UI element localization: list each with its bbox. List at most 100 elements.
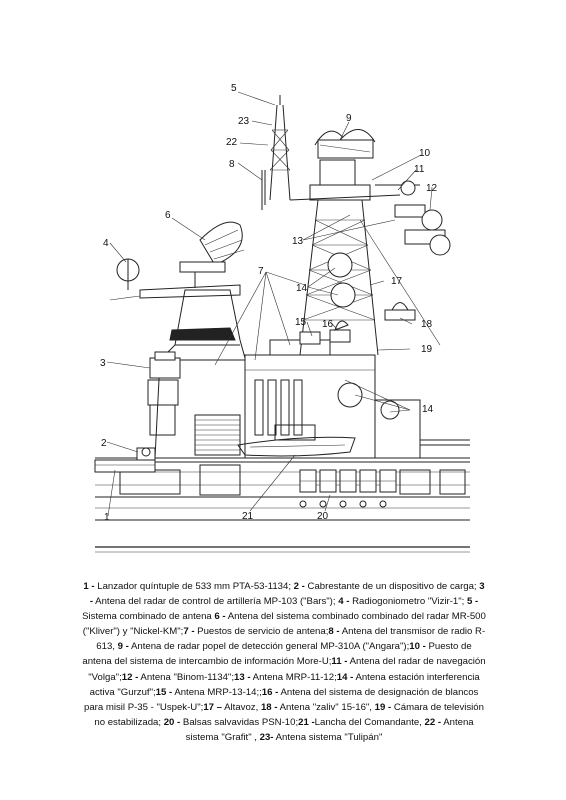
legend-text: Antena MRP-11-12; xyxy=(250,671,337,683)
callout-7: 7 xyxy=(258,266,264,277)
legend-number: 23- xyxy=(259,731,274,743)
legend-entry: 15 - Antena MRP-13-14;; xyxy=(156,687,262,698)
legend-entry: 2 - Cabrestante de un dispositivo de car… xyxy=(294,581,480,592)
legend-text: Antena sistema "Grafit" , xyxy=(185,716,474,743)
legend-entry: 3 - Antena del radar de control de artil… xyxy=(90,581,485,607)
main-mast xyxy=(289,159,420,356)
legend-entry: 10 - Puesto de antena del sistema de int… xyxy=(82,641,471,667)
callout-1: 1 xyxy=(104,512,110,523)
legend-entry: 17 – Altavoz, xyxy=(203,702,261,713)
callout-17: 17 xyxy=(391,276,403,287)
legend-text: Radiogoniometro "Vizir-1"; xyxy=(349,596,467,608)
legend-entry: 13 - Antena MRP-11-12; xyxy=(234,672,337,683)
radar-bars-antenna xyxy=(149,351,181,379)
legend-number: 6 - xyxy=(214,611,226,623)
callout-numbers: 1 2 3 4 5 6 7 8 9 10 11 12 13 14 14 15 1… xyxy=(100,83,438,523)
legend-number: 16 - xyxy=(261,686,279,698)
legend-entry: 14 - Antena estación interferencia activ… xyxy=(90,672,480,698)
legend-number: 14 - xyxy=(336,671,354,683)
legend-text: Antena de radar popel de detección gener… xyxy=(128,641,410,653)
radar-kliver-antenna xyxy=(179,221,245,288)
legend-number: 7 - xyxy=(183,626,195,638)
legend-number: 17 – xyxy=(203,701,222,713)
callout-22: 22 xyxy=(226,137,238,148)
legend-entry: 20 - Balsas salvavidas PSN-10; xyxy=(164,717,298,728)
legend-text: Antena estación interferencia activa "Gu… xyxy=(89,671,480,698)
legend-text: Antena del radar de navegación "Volga"; xyxy=(88,656,486,683)
life-rafts xyxy=(299,469,397,508)
legend-number: 12 - xyxy=(121,671,139,683)
callout-19: 19 xyxy=(421,344,433,355)
callout-20: 20 xyxy=(317,511,329,522)
legend-text: Lanzador quíntuple de 533 mm PTA-53-1134… xyxy=(94,581,294,592)
legend-entry: 9 - Antena de radar popel de detección g… xyxy=(118,641,410,652)
legend-text: Antena del radar de control de artillerí… xyxy=(93,596,339,608)
legend-text: Antena "Binom-1134"; xyxy=(138,671,234,683)
callout-21: 21 xyxy=(242,511,254,522)
legend-entry: 16 - Antena del sistema de designación d… xyxy=(84,687,478,713)
callout-11: 11 xyxy=(414,164,425,175)
targeting-antenna xyxy=(299,320,351,345)
legend-text: Antena del transmisor de radio R-613, xyxy=(96,626,486,653)
legend-number: 21 - xyxy=(298,716,315,728)
legend-text: Puesto de antena del sistema de intercam… xyxy=(82,641,472,668)
legend-entry: 11 - Antena del radar de navegación "Vol… xyxy=(88,656,485,682)
legend-number: 22 - xyxy=(424,716,442,728)
legend-entry: 21 -Lancha del Comandante, xyxy=(298,717,424,728)
torpedo-launcher xyxy=(94,459,156,473)
legend-entry: 5 - Sistema combinado de antena xyxy=(82,596,478,622)
callout-14a: 14 xyxy=(296,283,308,294)
winch xyxy=(136,447,156,461)
right-antenna-cluster xyxy=(359,180,451,346)
ship-superstructure-drawing: 1 2 3 4 5 6 7 8 9 10 11 12 13 14 14 15 1… xyxy=(94,83,470,553)
callout-5: 5 xyxy=(231,83,237,94)
legend-text: Antena "zaliv" 15-16", xyxy=(277,701,375,713)
legend-number: 20 - xyxy=(163,716,181,728)
legend-entry: 7 - Puestos de servicio de antena; xyxy=(183,626,328,637)
legend-number: 2 - xyxy=(293,581,305,592)
callout-14b: 14 xyxy=(422,404,434,415)
legend-entry: 1 - Lanzador quíntuple de 533 mm PTA-53-… xyxy=(83,581,293,592)
legend-number: 3 - xyxy=(89,581,485,608)
legend-text: Antena MRP-13-14;; xyxy=(172,686,262,698)
callout-10: 10 xyxy=(419,148,431,159)
legend-number: 1 - xyxy=(83,581,95,592)
callout-18: 18 xyxy=(421,319,433,330)
legend-number: 11 - xyxy=(331,656,348,668)
legend-entry: 19 - Cámara de televisión no estabilizad… xyxy=(94,702,484,728)
callout-6: 6 xyxy=(165,210,171,221)
legend-entry: 22 - Antena sistema "Grafit" , xyxy=(186,717,474,743)
legend-entry: 12 - Antena "Binom-1134"; xyxy=(122,672,234,683)
radar-angara-antenna xyxy=(314,129,376,159)
callout-9: 9 xyxy=(346,113,352,124)
legend-text: Balsas salvavidas PSN-10; xyxy=(180,716,299,728)
legend-text: Antena sistema "Tulipán" xyxy=(273,731,383,743)
callout-23: 23 xyxy=(238,116,250,127)
hull xyxy=(95,439,470,521)
legend-text: Antena del sistema combinado combinado d… xyxy=(82,611,486,638)
foremast xyxy=(264,95,291,205)
callout-12: 12 xyxy=(426,183,438,194)
callout-2: 2 xyxy=(101,438,107,449)
legend-text: Sistema combinado de antena xyxy=(82,611,215,623)
legend-number: 18 - xyxy=(260,701,278,713)
legend-number: 10 - xyxy=(409,641,426,653)
legend-entry: 23- Antena sistema "Tulipán" xyxy=(260,732,383,743)
legend-text: Puestos de servicio de antena; xyxy=(194,626,329,638)
legend-number: 15 - xyxy=(155,686,173,698)
legend-entry: 6 - Antena del sistema combinado combina… xyxy=(83,611,486,637)
callout-13: 13 xyxy=(292,236,304,247)
legend-number: 13 - xyxy=(234,671,251,683)
callout-4: 4 xyxy=(103,238,109,249)
leader-lines xyxy=(106,91,433,517)
legend-number: 4 - xyxy=(338,596,350,608)
legend-entry: 8 - Antena del transmisor de radio R-613… xyxy=(96,626,485,652)
commanders-launch xyxy=(237,424,356,457)
direction-finder xyxy=(116,258,140,290)
callout-3: 3 xyxy=(100,358,106,369)
legend-number: 9 - xyxy=(117,641,129,653)
callout-15: 15 xyxy=(295,317,307,328)
legend-number: 5 - xyxy=(466,596,479,608)
legend-text: Altavoz, xyxy=(222,701,261,713)
legend-entry: 4 - Radiogoniometro "Vizir-1"; xyxy=(338,596,467,607)
